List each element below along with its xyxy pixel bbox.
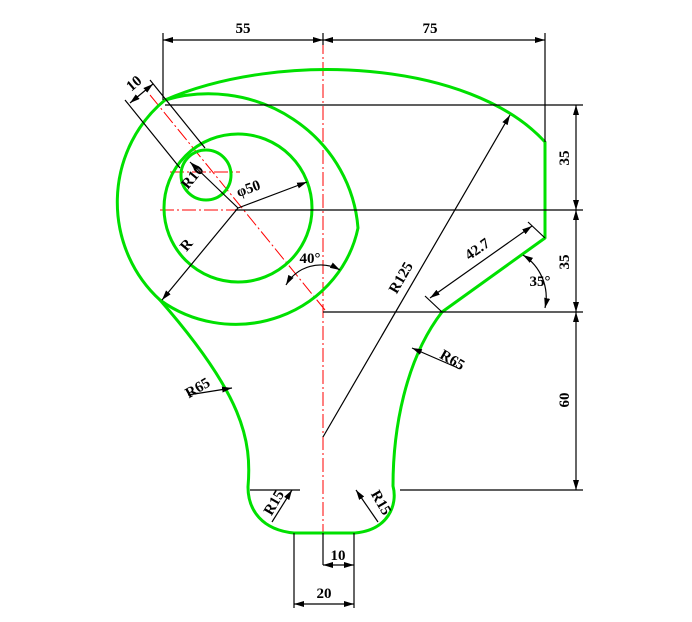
part-outline xyxy=(115,68,547,535)
dim-r125-line xyxy=(322,114,511,438)
dim-phi50-line xyxy=(237,181,308,209)
spiral-arc xyxy=(158,92,360,326)
outer-boundary xyxy=(115,68,547,535)
label-20: 20 xyxy=(317,586,332,602)
dimension-lines xyxy=(124,33,583,608)
dim-r15-left-leader xyxy=(271,489,293,523)
dim-10-diag-line xyxy=(129,83,154,104)
centerlines xyxy=(149,40,328,565)
dim-r-leader xyxy=(161,207,239,301)
label-10-diag: 10 xyxy=(124,73,146,95)
label-35-upper: 35 xyxy=(557,151,573,166)
dim-40-arc xyxy=(285,262,341,286)
dim-42-7-line xyxy=(429,225,533,299)
small-circle xyxy=(179,148,233,202)
label-phi50: φ50 xyxy=(234,178,262,201)
label-r65-left: R65 xyxy=(183,375,213,402)
label-35deg: 35° xyxy=(530,274,551,290)
label-40deg: 40° xyxy=(300,251,321,267)
dim-r15-right-leader xyxy=(355,489,379,523)
dim-r65-right-leader xyxy=(411,347,459,369)
dim-r10-leader xyxy=(189,161,239,209)
label-42-7: 42.7 xyxy=(462,235,493,263)
label-r65-right: R65 xyxy=(437,347,467,374)
label-35-lower: 35 xyxy=(557,255,573,270)
label-75: 75 xyxy=(423,21,438,37)
dim-35deg-arc xyxy=(522,254,551,309)
label-10-bottom: 10 xyxy=(331,548,346,564)
diagonal-centerline xyxy=(149,94,326,311)
dim-r65-left-leader xyxy=(187,386,233,396)
diameter-50-circle xyxy=(162,132,314,284)
label-r125: R125 xyxy=(386,260,417,297)
label-60: 60 xyxy=(557,393,573,408)
label-55: 55 xyxy=(236,21,251,37)
